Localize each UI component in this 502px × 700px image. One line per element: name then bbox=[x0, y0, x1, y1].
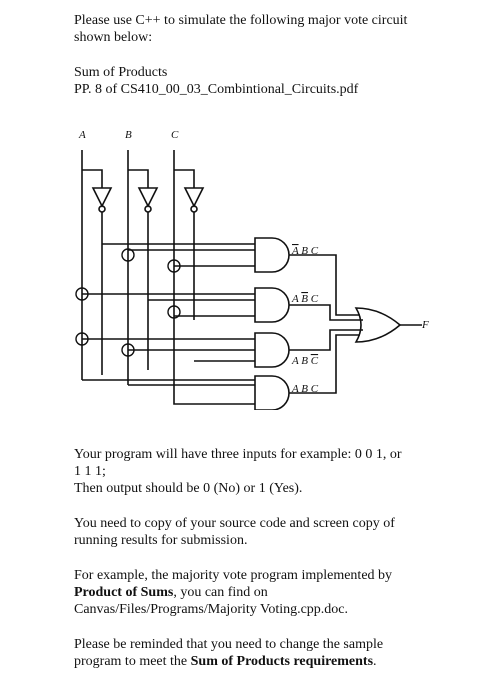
reference-paragraph: Sum of Products PP. 8 of CS410_00_03_Com… bbox=[74, 64, 444, 98]
and-gate-4 bbox=[254, 375, 290, 410]
reference-title: Sum of Products bbox=[74, 65, 168, 80]
input-label-b: B bbox=[125, 129, 132, 141]
and-gate-3 bbox=[254, 332, 290, 368]
majority-vote-circuit-diagram: A B C F A B C A B C A B C A B C bbox=[75, 129, 429, 410]
wire-crossover bbox=[75, 332, 89, 346]
or-gate bbox=[354, 307, 402, 343]
not-gate-a bbox=[91, 187, 113, 208]
submission-line-2: running results for submission. bbox=[74, 533, 248, 548]
and-gate-1 bbox=[254, 237, 290, 273]
inputs-line-1: Your program will have three inputs for … bbox=[74, 447, 402, 462]
reminder-line-1: Please be reminded that you need to chan… bbox=[74, 637, 384, 652]
wire-crossover bbox=[167, 305, 181, 319]
example-line-2: , you can find on bbox=[173, 585, 268, 600]
reminder-line-2-post: . bbox=[373, 654, 377, 669]
and-gate-2 bbox=[254, 287, 290, 323]
term-label-2: A B C bbox=[291, 293, 319, 305]
wire-crossover bbox=[121, 343, 135, 357]
reminder-line-2-pre: program to meet the bbox=[74, 654, 191, 669]
not-gate-b bbox=[137, 187, 159, 208]
inputs-line-2: 1 1 1; bbox=[74, 464, 106, 479]
submission-line-1: You need to copy of your source code and… bbox=[74, 516, 395, 531]
term-label-3: A B C bbox=[291, 355, 319, 367]
wire-crossover bbox=[167, 259, 181, 273]
reminder-paragraph: Please be reminded that you need to chan… bbox=[74, 636, 444, 670]
input-label-c: C bbox=[171, 129, 179, 141]
example-file-path: Canvas/Files/Programs/Majority Voting.cp… bbox=[74, 602, 349, 617]
intro-paragraph: Please use C++ to simulate the following… bbox=[74, 12, 444, 46]
term-label-4: A B C bbox=[291, 383, 319, 395]
wire-crossover bbox=[121, 248, 135, 262]
intro-line-2: shown below: bbox=[74, 30, 153, 45]
example-bold-term: Product of Sums bbox=[74, 585, 174, 600]
term-label-1: A B C bbox=[291, 245, 319, 257]
example-paragraph: For example, the majority vote program i… bbox=[74, 567, 444, 618]
reference-source: PP. 8 of CS410_00_03_Combintional_Circui… bbox=[74, 82, 359, 97]
inputs-paragraph: Your program will have three inputs for … bbox=[74, 446, 444, 497]
intro-line-1: Please use C++ to simulate the following… bbox=[74, 13, 408, 28]
example-line-1: For example, the majority vote program i… bbox=[74, 568, 393, 583]
output-label-f: F bbox=[421, 319, 429, 331]
wire-crossover bbox=[75, 287, 89, 301]
inputs-line-3: Then output should be 0 (No) or 1 (Yes). bbox=[74, 481, 303, 496]
submission-paragraph: You need to copy of your source code and… bbox=[74, 515, 444, 549]
input-label-a: A bbox=[78, 129, 86, 141]
reminder-bold-term: Sum of Products requirements bbox=[190, 654, 374, 669]
not-gate-c bbox=[183, 187, 205, 208]
